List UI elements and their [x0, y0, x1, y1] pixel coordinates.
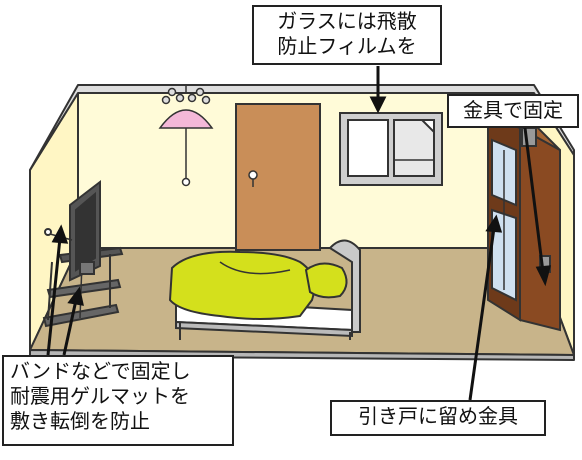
ceiling-edge	[29, 84, 575, 171]
label-tv-line-3: 敷き転倒を防止	[10, 409, 150, 433]
door	[235, 103, 321, 251]
arrow-tv-1	[46, 237, 62, 356]
callout-arrows	[46, 66, 552, 401]
label-glass-film: ガラスには飛散 防止フィルムを	[252, 5, 442, 65]
label-tv-line-2: 耐震用ゲルマットを	[10, 384, 190, 408]
bed-cover	[168, 250, 316, 320]
window	[339, 112, 443, 186]
floor-edge	[29, 349, 575, 361]
cabinet	[484, 108, 561, 332]
film-corner	[419, 119, 435, 135]
label-glass-line-2: 防止フィルムを	[277, 34, 417, 58]
label-glass-line-1: ガラスには飛散	[277, 9, 417, 33]
label-tv-line-1: バンドなどで固定し	[10, 359, 191, 383]
label-sliding-door-latch: 引き戸に留め金具	[330, 400, 546, 436]
arrow-bracket	[523, 127, 545, 273]
label-bracket-fix: 金具で固定	[447, 94, 579, 128]
pillow	[304, 262, 348, 299]
tv	[44, 179, 101, 282]
arrow-sliding	[468, 227, 496, 401]
ceiling-lamp	[158, 84, 214, 187]
bed	[168, 239, 361, 340]
label-tv-band: バンドなどで固定し 耐震用ゲルマットを 敷き転倒を防止	[2, 355, 234, 446]
label-sliding-text: 引き戸に留め金具	[358, 404, 518, 428]
arrow-tv-2	[62, 299, 78, 356]
label-bracket-text: 金具で固定	[463, 98, 563, 122]
door-knob	[248, 170, 258, 180]
